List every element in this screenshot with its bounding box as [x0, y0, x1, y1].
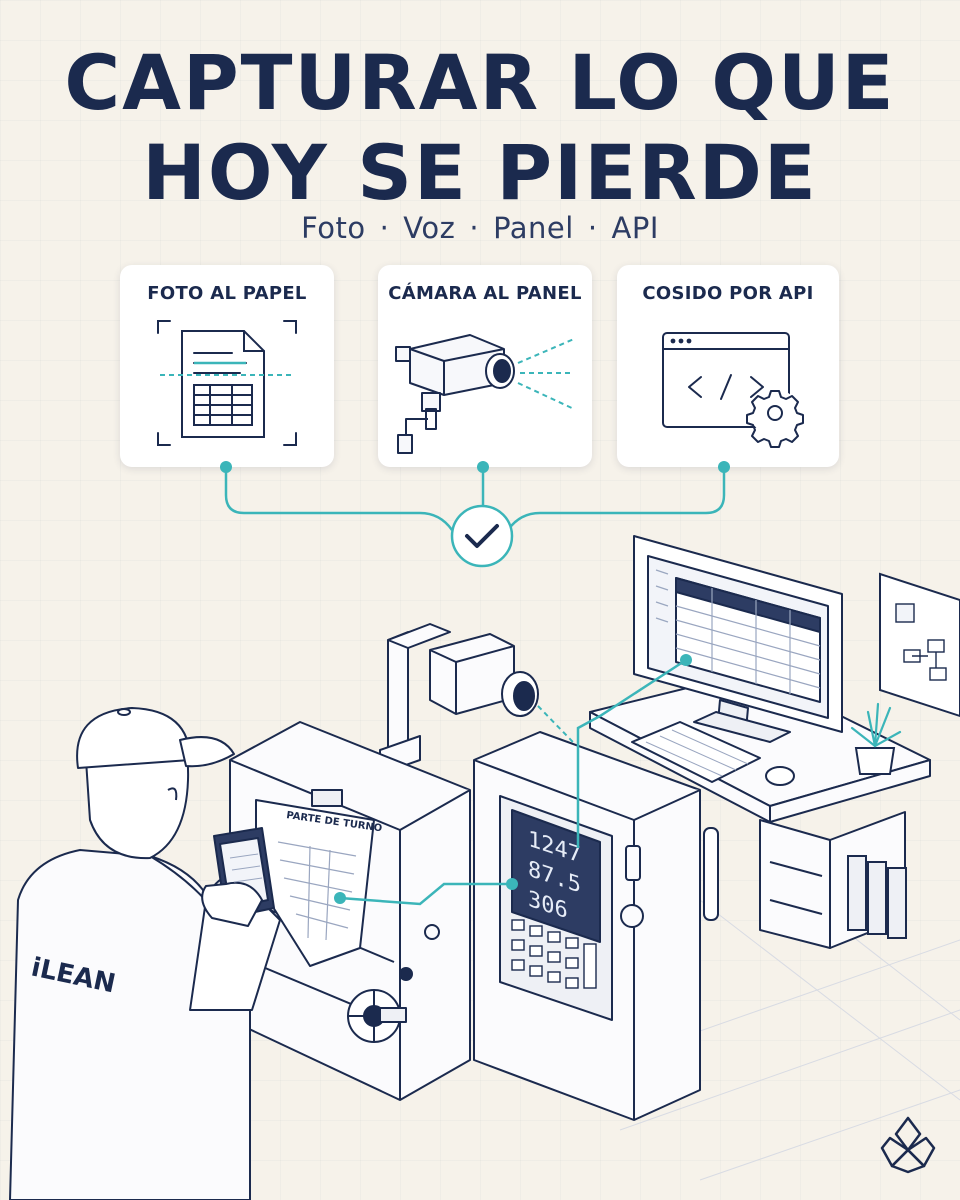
- subtitle-item-api: API: [611, 211, 659, 245]
- card-title: COSIDO POR API: [642, 283, 814, 304]
- card-title: FOTO AL PAPEL: [147, 283, 307, 304]
- subtitle-separator: ·: [469, 211, 480, 245]
- security-camera-icon: [395, 334, 575, 454]
- brand-logo-icon: [880, 1116, 936, 1174]
- code-window-gear-icon: [662, 332, 804, 448]
- card-cosido-por-api: COSIDO POR API: [617, 265, 839, 467]
- subtitle-separator: ·: [379, 211, 390, 245]
- page-title: CAPTURAR LO QUE HOY SE PIERDE: [0, 38, 960, 218]
- document-scan-icon: [157, 320, 297, 446]
- subtitle-separator: ·: [587, 211, 598, 245]
- subtitle-item-foto: Foto: [301, 211, 366, 245]
- card-foto-al-papel: FOTO AL PAPEL: [120, 265, 334, 467]
- check-icon: [450, 504, 514, 568]
- factory-scene: PARTE DE TURNO 1247 87.5 306: [9, 535, 960, 1200]
- subtitle-item-panel: Panel: [493, 211, 574, 245]
- subtitle: Foto · Voz · Panel · API: [0, 208, 960, 248]
- subtitle-item-voz: Voz: [403, 211, 456, 245]
- card-camara-al-panel: CÁMARA AL PANEL: [378, 265, 592, 467]
- title-line-1: CAPTURAR LO QUE: [64, 38, 896, 127]
- connector-lines: [220, 461, 730, 568]
- card-title: CÁMARA AL PANEL: [388, 283, 582, 304]
- title-line-2: HOY SE PIERDE: [142, 128, 818, 217]
